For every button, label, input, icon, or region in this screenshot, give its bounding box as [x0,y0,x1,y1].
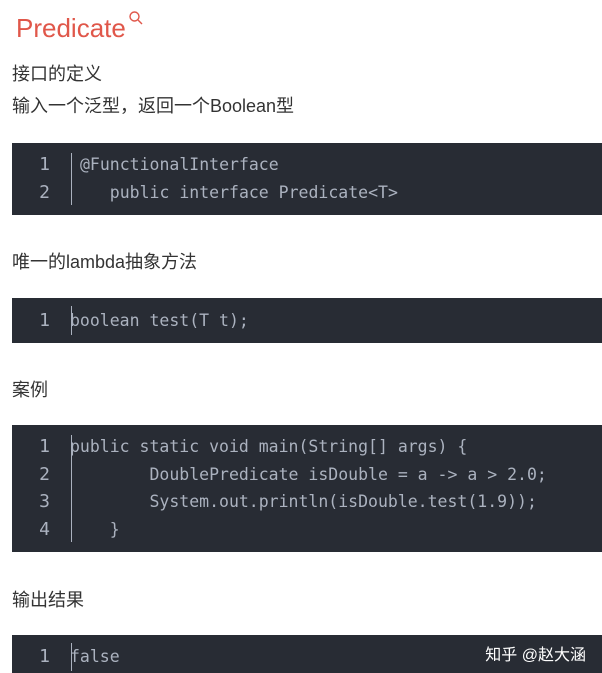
code-text: false [70,647,120,667]
code-text: DoublePredicate isDouble = a -> a > 2.0; [70,464,547,484]
line-number: 3 [39,491,50,513]
code-line: 3 System.out.println(isDouble.test(1.9))… [12,488,602,516]
title-text: Predicate [16,13,126,43]
line-number: 2 [39,463,50,485]
line-number: 1 [39,310,50,332]
section-heading-lambda: 唯一的lambda抽象方法 [12,252,198,272]
page-title: Predicate [16,10,144,44]
gutter-divider [71,643,72,671]
section-description: 输入一个泛型，返回一个Boolean型 [12,96,295,116]
code-text: System.out.println(isDouble.test(1.9)); [70,492,537,512]
line-number: 1 [39,436,50,458]
code-line: 1 false [12,643,602,671]
gutter-divider [71,153,72,205]
code-line: 1 @FunctionalInterface [12,151,602,179]
line-number: 1 [39,646,50,668]
code-line: 1 public static void main(String[] args)… [12,433,602,461]
code-text: boolean test(T t); [70,311,249,331]
code-block-output: 1 false 知乎 @赵大涵 [12,635,602,673]
line-number: 1 [39,154,50,176]
code-line: 2 public interface Predicate<T> [12,179,602,207]
gutter-divider [71,435,72,542]
code-line: 4 } [12,516,602,544]
watermark: 知乎 @赵大涵 [485,647,586,664]
code-line: 1 boolean test(T t); [12,307,602,335]
search-icon[interactable] [128,10,144,26]
code-line: 2 DoublePredicate isDouble = a -> a > 2.… [12,461,602,489]
code-text: } [70,519,120,539]
section-heading-output: 输出结果 [12,590,84,610]
section-heading-definition: 接口的定义 [12,64,102,84]
line-number: 2 [39,181,50,203]
section-heading-example: 案例 [12,380,48,400]
code-text: public interface Predicate<T> [80,182,398,202]
code-text: @FunctionalInterface [80,155,279,175]
code-block-definition: 1 @FunctionalInterface 2 public interfac… [12,143,602,215]
code-text: public static void main(String[] args) { [70,437,468,457]
code-block-example: 1 public static void main(String[] args)… [12,425,602,552]
line-number: 4 [39,518,50,540]
code-block-method: 1 boolean test(T t); [12,298,602,343]
gutter-divider [71,306,72,335]
